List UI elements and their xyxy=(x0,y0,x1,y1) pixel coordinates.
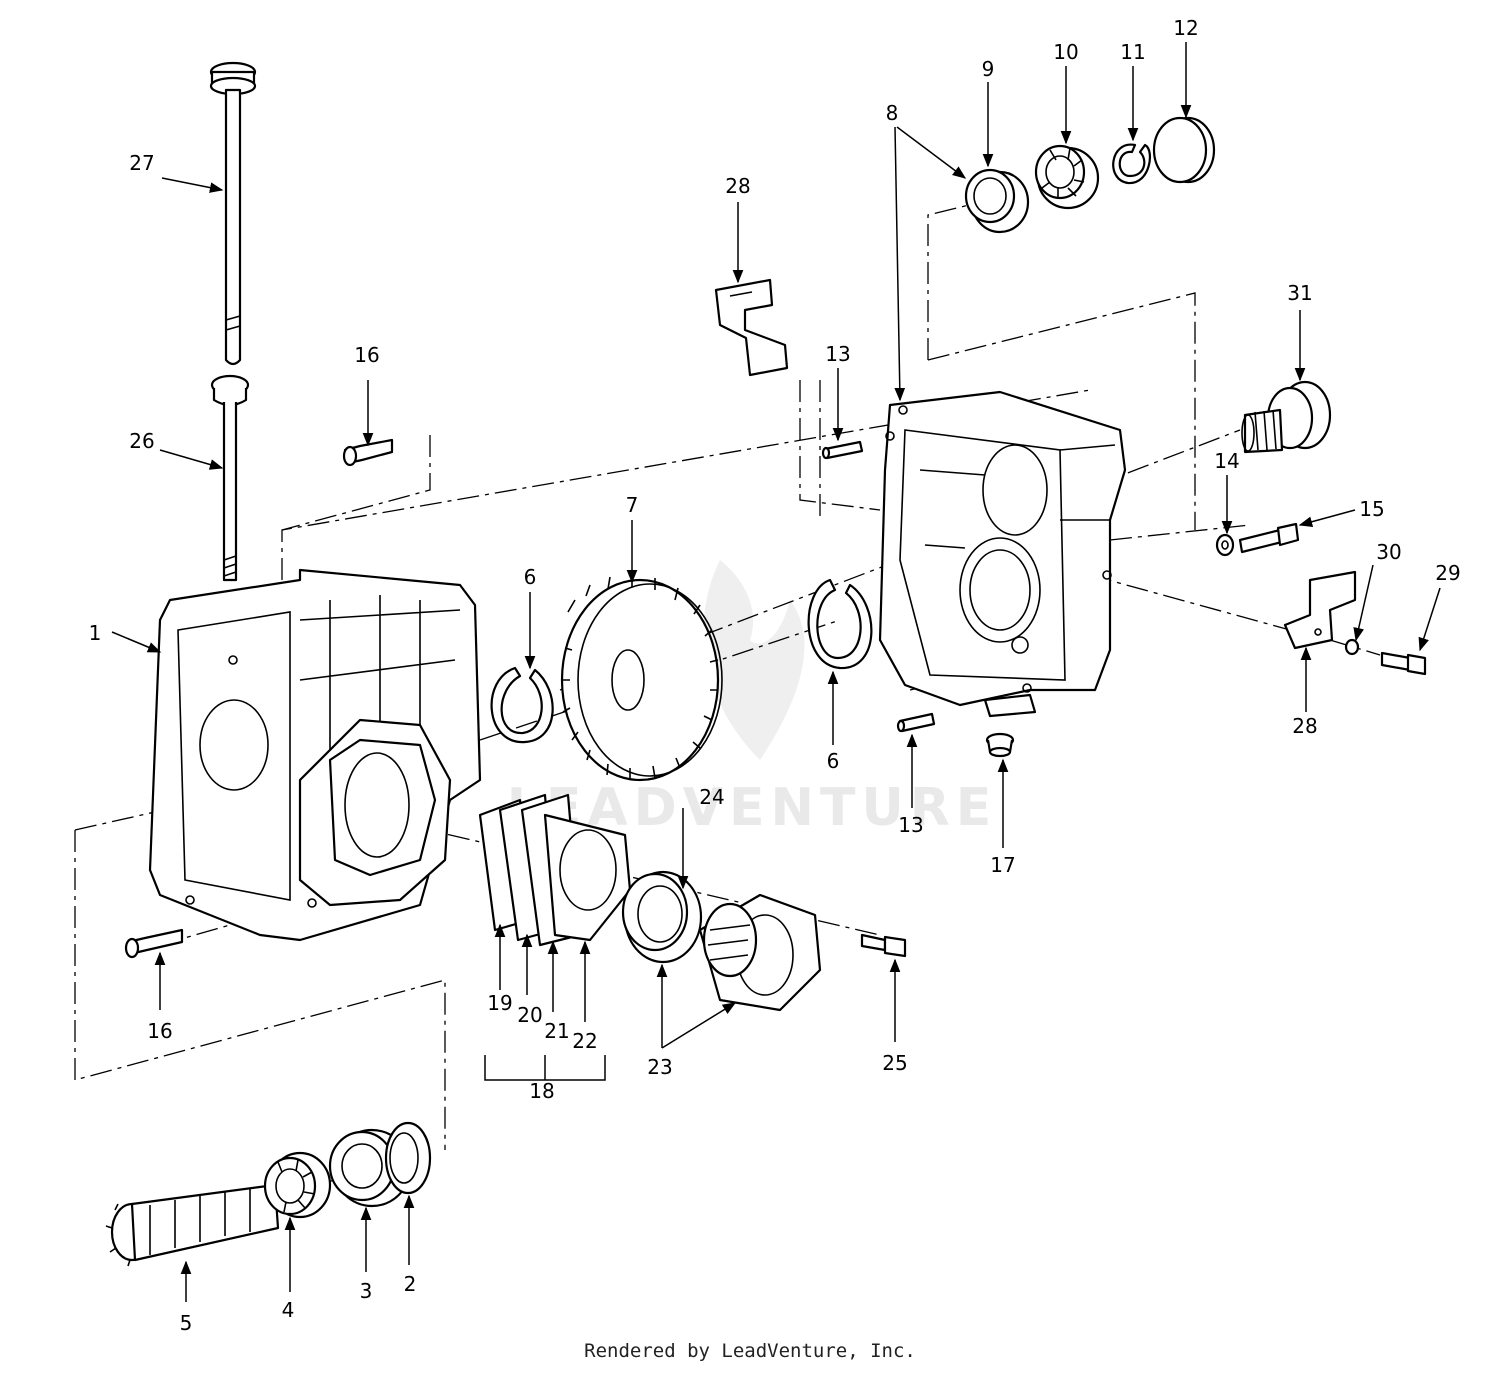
callout-8: 8 xyxy=(886,101,899,125)
part-26-tube xyxy=(210,374,250,582)
part-2-seal xyxy=(384,1121,432,1195)
callout-25: 25 xyxy=(882,1051,907,1075)
part-10-bearing xyxy=(1034,144,1100,210)
callout-labels: 1 2 3 4 5 6 6 7 8 9 10 11 12 13 13 14 15… xyxy=(89,16,1461,1335)
callout-4: 4 xyxy=(282,1298,295,1322)
callout-26: 26 xyxy=(129,429,154,453)
part-14-washer xyxy=(1215,533,1235,557)
part-1-housing xyxy=(148,568,482,942)
part-16-bolt-lower xyxy=(124,928,184,959)
part-23-flange xyxy=(698,893,822,1012)
part-25-bolt xyxy=(860,933,907,958)
part-6-snap-ring-right xyxy=(807,578,873,670)
callout-28-upper: 28 xyxy=(725,174,750,198)
part-11-ring xyxy=(1112,143,1152,185)
part-5-pinion-shaft xyxy=(105,1183,280,1267)
callout-15: 15 xyxy=(1359,497,1384,521)
part-31-bearing-assembly xyxy=(1241,380,1332,454)
callout-21: 21 xyxy=(544,1019,569,1043)
part-17-plug xyxy=(985,732,1015,758)
callout-13-lower: 13 xyxy=(898,813,923,837)
callout-24: 24 xyxy=(699,785,724,809)
callout-10: 10 xyxy=(1053,40,1078,64)
callout-31: 31 xyxy=(1287,281,1312,305)
part-13-pin-lower xyxy=(896,712,936,733)
callout-16-upper: 16 xyxy=(354,343,379,367)
part-19-22-shim-stack xyxy=(478,793,632,947)
part-29-bolt xyxy=(1380,651,1427,676)
callout-1: 1 xyxy=(89,621,102,645)
callout-27: 27 xyxy=(129,151,154,175)
callout-20: 20 xyxy=(517,1003,542,1027)
callout-11: 11 xyxy=(1120,40,1145,64)
callout-30: 30 xyxy=(1376,540,1401,564)
part-30-washer xyxy=(1344,638,1360,656)
callout-12: 12 xyxy=(1173,16,1198,40)
part-9-race xyxy=(964,168,1030,234)
callout-29: 29 xyxy=(1435,561,1460,585)
callout-14: 14 xyxy=(1214,449,1239,473)
callout-22: 22 xyxy=(572,1029,597,1053)
leader-arrows xyxy=(111,42,1441,1302)
part-4-bearing xyxy=(263,1151,332,1219)
callout-3: 3 xyxy=(360,1279,373,1303)
part-16-bolt-upper xyxy=(342,438,394,467)
callout-28-lower: 28 xyxy=(1292,714,1317,738)
watermark-logo xyxy=(703,560,805,760)
callout-2: 2 xyxy=(404,1272,417,1296)
part-6-snap-ring-left xyxy=(490,666,554,744)
footer-credit: Rendered by LeadVenture, Inc. xyxy=(584,1340,916,1362)
part-28-bracket-lower xyxy=(1283,570,1357,650)
part-13-pin-upper xyxy=(821,440,864,460)
callout-18: 18 xyxy=(529,1079,554,1103)
part-8-cover xyxy=(878,390,1127,718)
callout-6-right: 6 xyxy=(827,749,840,773)
part-24-seal xyxy=(621,870,703,964)
callout-23: 23 xyxy=(647,1055,672,1079)
part-7-gear xyxy=(560,575,723,782)
part-12-cap xyxy=(1152,116,1216,184)
callout-16-lower: 16 xyxy=(147,1019,172,1043)
group-18-bracket xyxy=(484,1055,606,1081)
callout-19: 19 xyxy=(487,991,512,1015)
part-15-bolt xyxy=(1238,522,1300,554)
part-28-bracket-upper xyxy=(714,278,789,377)
callout-17: 17 xyxy=(990,853,1015,877)
callout-13-upper: 13 xyxy=(825,342,850,366)
callout-7: 7 xyxy=(626,493,639,517)
callout-5: 5 xyxy=(180,1311,193,1335)
part-27-dipstick xyxy=(209,61,257,366)
callout-9: 9 xyxy=(982,57,995,81)
callout-6-left: 6 xyxy=(524,565,537,589)
